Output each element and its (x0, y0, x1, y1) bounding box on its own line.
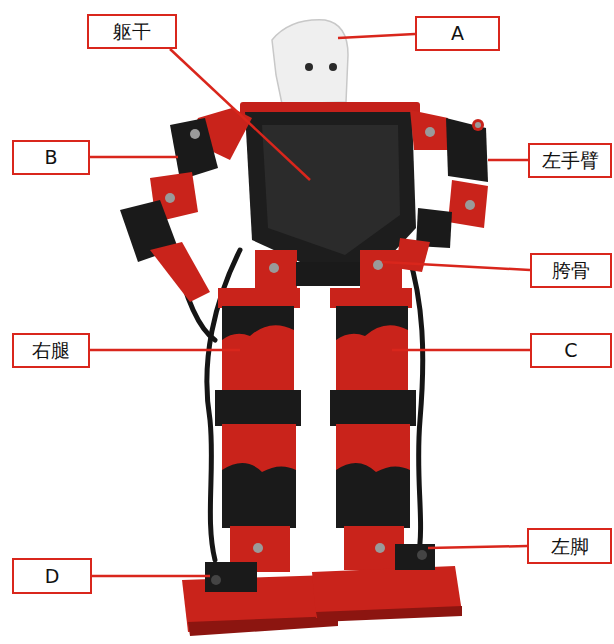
label-box: 左手臂 (528, 143, 612, 178)
label-box: B (12, 140, 90, 175)
label-box: 右腿 (12, 333, 90, 368)
part-label: 左脚 (551, 536, 589, 557)
part-label: B (44, 147, 57, 168)
part-label: 躯干 (113, 21, 151, 42)
label-box: A (415, 16, 500, 51)
part-label: 左手臂 (542, 150, 599, 171)
part-label: 胯骨 (552, 260, 590, 281)
part-label: A (451, 23, 464, 44)
label-box: C (530, 333, 612, 368)
label-box: 胯骨 (530, 253, 612, 288)
label-box: 左脚 (527, 528, 612, 564)
part-label: C (564, 340, 577, 361)
label-box: 躯干 (87, 14, 177, 49)
label-box: D (12, 558, 92, 594)
part-label: D (45, 566, 60, 587)
part-label: 右腿 (32, 340, 70, 361)
